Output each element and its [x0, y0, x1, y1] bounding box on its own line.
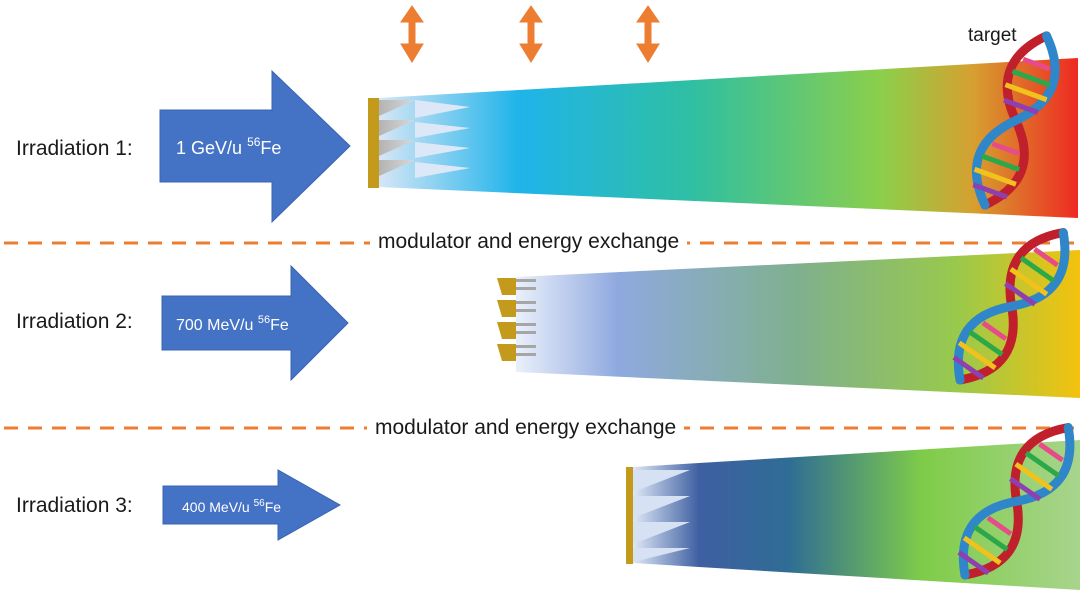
irradiation-2-label: Irradiation 2:	[16, 310, 133, 333]
dose-beam-2	[516, 250, 1080, 398]
modulator-plate-3	[626, 467, 633, 564]
beam-arrow-1-text: 1 GeV/u 56Fe	[176, 135, 281, 158]
ridge-filter-1	[379, 100, 470, 178]
dose-beam-3	[632, 440, 1080, 590]
ridge-filter-3	[633, 470, 690, 562]
modulator-plate-1	[368, 98, 379, 188]
irradiation-1-label: Irradiation 1:	[16, 137, 133, 160]
beam-arrow-1	[159, 69, 351, 224]
irradiation-3-label: Irradiation 3:	[16, 494, 133, 517]
separator-label-2: modulator and energy exchange	[367, 416, 685, 440]
irradiation-2-group: 700 MeV/u 56Fe	[161, 220, 1082, 398]
beam-arrow-2-text: 700 MeV/u 56Fe	[176, 314, 289, 334]
scan-arrow-3	[636, 5, 660, 63]
separator-label-1: modulator and energy exchange	[370, 230, 688, 254]
target-label: target	[968, 25, 1017, 46]
irradiation-1-group: 1 GeV/u 56Fe	[159, 28, 1078, 224]
dose-beam-1	[378, 58, 1078, 218]
irradiation-3-group: 400 MeV/u 56Fe	[162, 415, 1084, 590]
beam-arrow-3	[162, 469, 342, 541]
beam-arrow-2	[161, 264, 349, 382]
scan-arrows	[400, 5, 660, 63]
ridge-filter-2	[516, 279, 536, 356]
beam-arrow-3-text: 400 MeV/u 56Fe	[182, 498, 281, 515]
modulator-plate-2	[497, 278, 516, 361]
scan-arrow-1	[400, 5, 424, 63]
scan-arrow-2	[519, 5, 543, 63]
